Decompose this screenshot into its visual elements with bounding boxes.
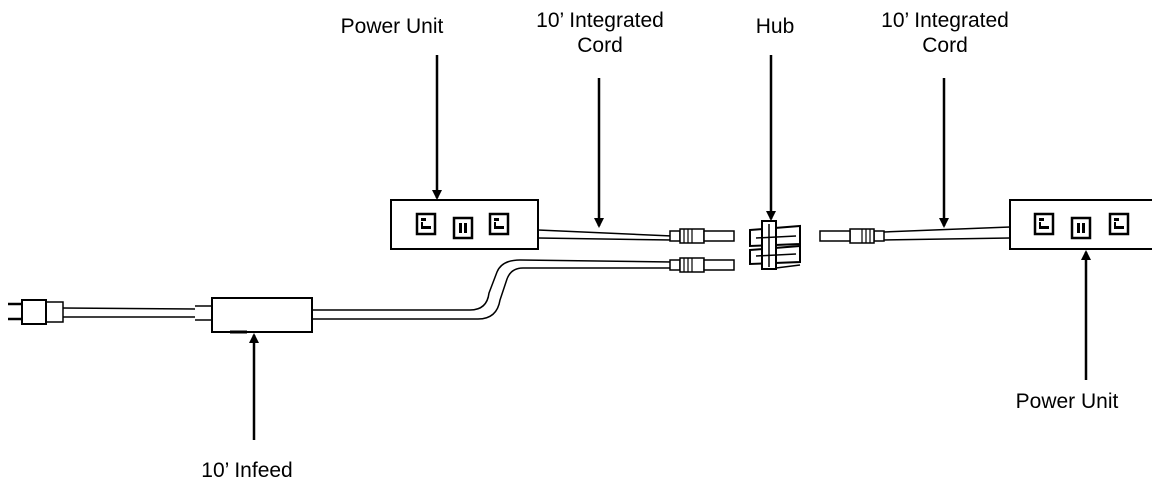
label-hub-text: Hub xyxy=(755,15,795,38)
label-integrated-cord-left: 10’ Integrated Cord xyxy=(515,8,685,58)
integrated-cord-right xyxy=(819,226,1011,244)
label-power-unit-left: Power Unit xyxy=(317,14,467,39)
label-integrated-cord-left-line2: Cord xyxy=(577,34,623,57)
label-infeed: 10’ Infeed xyxy=(172,458,322,483)
label-power-unit-left-text: Power Unit xyxy=(340,15,444,38)
integrated-cord-left xyxy=(537,228,735,244)
label-power-unit-right-text: Power Unit xyxy=(1015,390,1119,413)
power-unit-left xyxy=(390,199,539,250)
label-integrated-cord-right-line1: 10’ Integrated xyxy=(881,9,1009,32)
label-infeed-text: 10’ Infeed xyxy=(201,459,293,482)
hub xyxy=(749,220,801,270)
label-integrated-cord-right: 10’ Integrated Cord xyxy=(860,8,1030,58)
label-integrated-cord-right-line2: Cord xyxy=(922,34,968,57)
infeed-box xyxy=(8,297,313,334)
label-hub: Hub xyxy=(735,14,815,39)
label-integrated-cord-left-line1: 10’ Integrated xyxy=(536,9,664,32)
infeed-to-hub-cord xyxy=(312,257,735,320)
label-power-unit-right: Power Unit xyxy=(992,389,1142,414)
power-unit-right xyxy=(1009,199,1152,250)
